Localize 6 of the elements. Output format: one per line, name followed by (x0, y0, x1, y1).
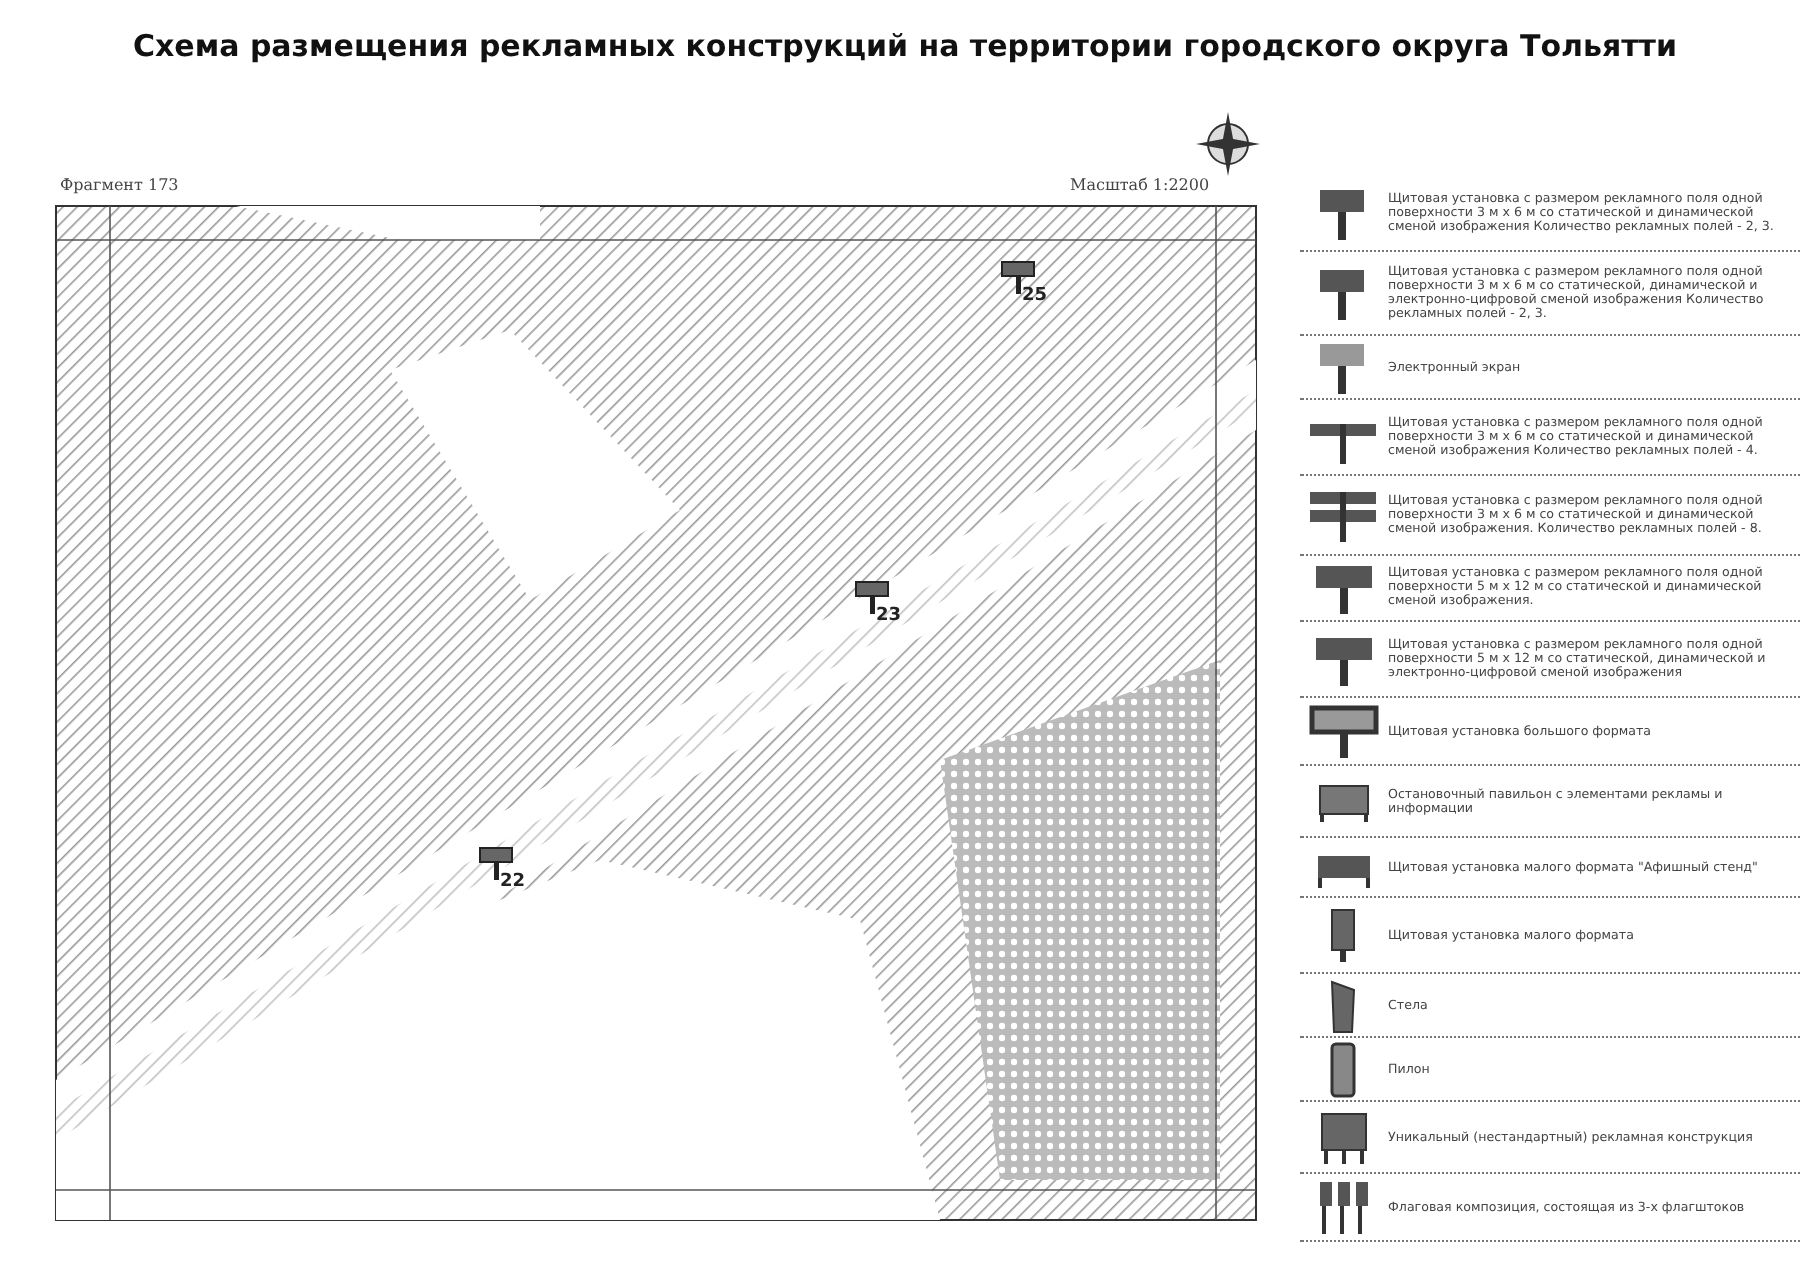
scale-label: Масштаб 1:2200 (1070, 176, 1210, 194)
map-title: Схема размещения рекламных конструкций на территории городского округа Тольятти (130, 28, 1680, 64)
fragment-label: Фрагмент 173 (60, 176, 179, 194)
sign-number: 25 (1022, 286, 1048, 306)
sign-number: 22 (500, 872, 526, 892)
sign-number: 23 (876, 606, 902, 626)
